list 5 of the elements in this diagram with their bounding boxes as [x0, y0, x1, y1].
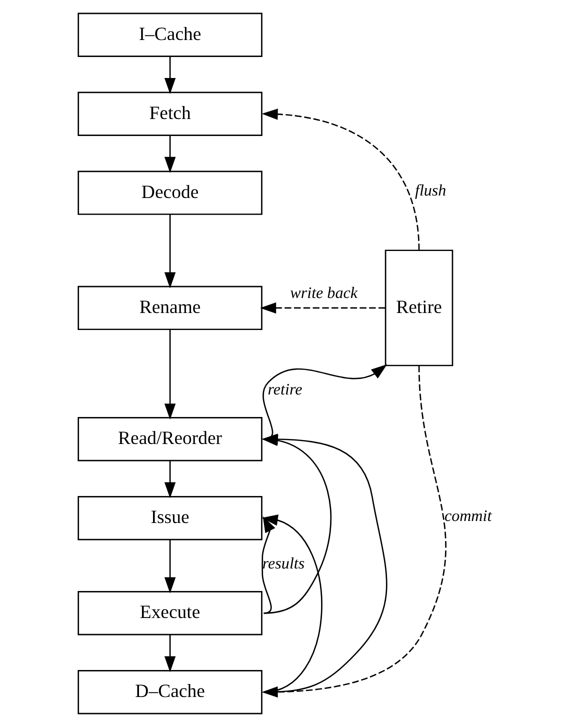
edge-label: results [262, 555, 305, 572]
edge-label: flush [415, 182, 446, 200]
edge-label: retire [268, 381, 302, 398]
edge-label: write back [290, 285, 358, 302]
edge-label: commit [444, 508, 492, 525]
